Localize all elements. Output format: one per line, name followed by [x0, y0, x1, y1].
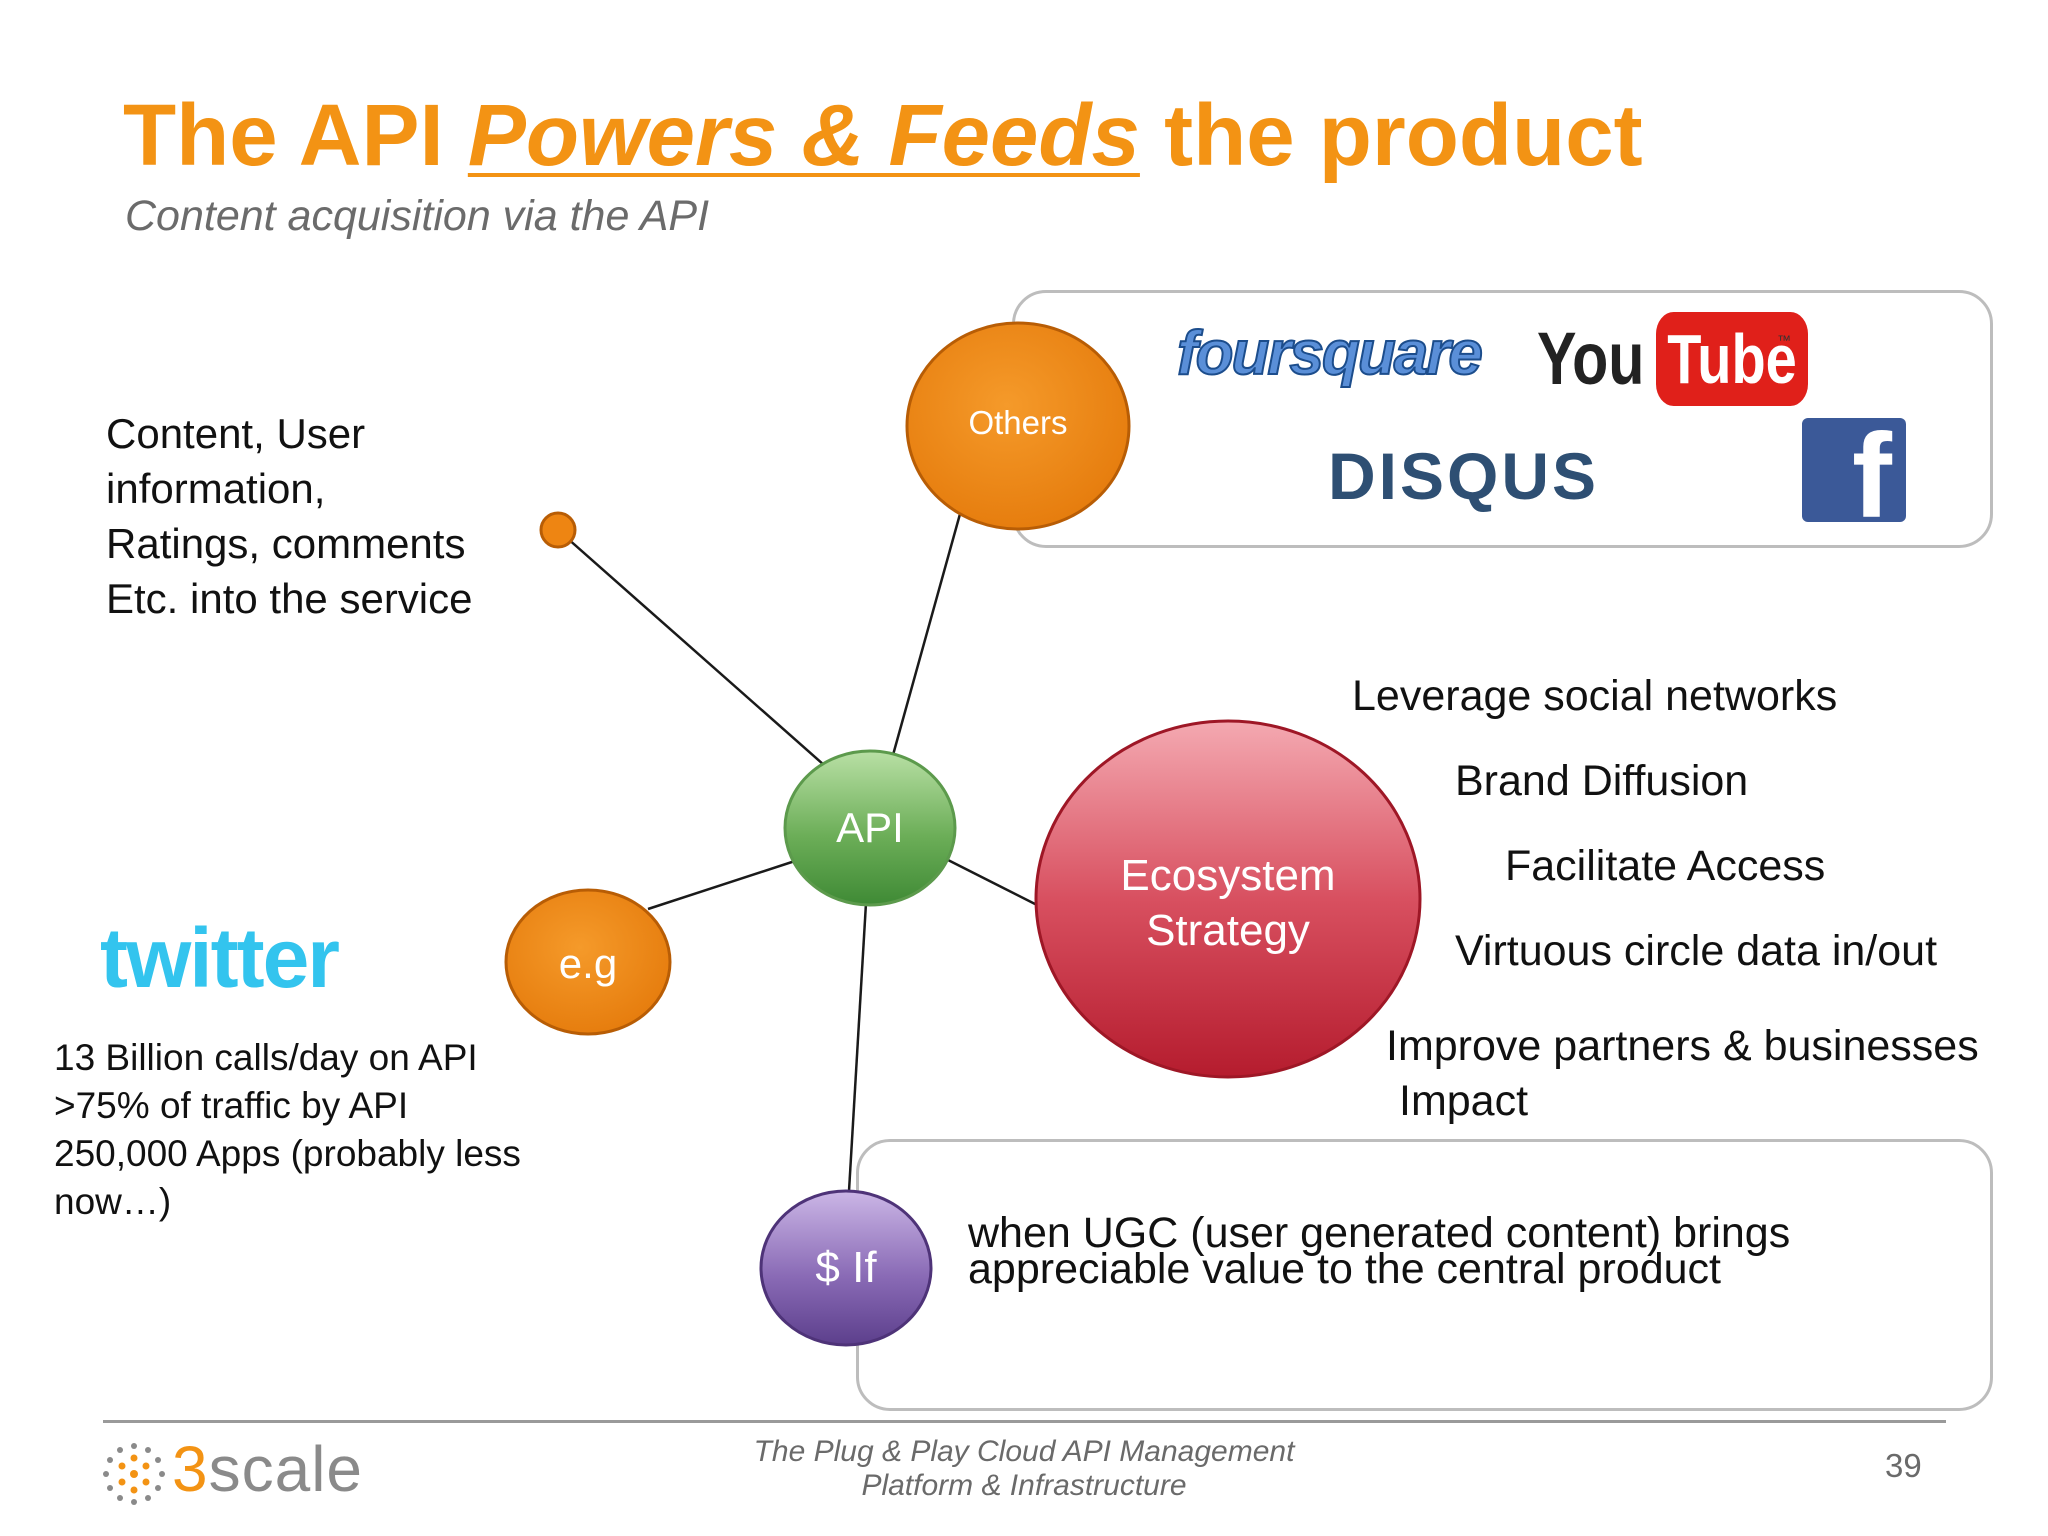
ecosystem-label: Ecosystem Strategy — [1040, 848, 1416, 958]
twitter-logo: twitter — [100, 911, 340, 1005]
brand-prefix: 3 — [172, 1433, 209, 1505]
tagline-line-1: The Plug & Play Cloud API Management — [753, 1435, 1295, 1468]
3scale-logo: 3scale — [172, 1432, 363, 1506]
eg-label: e.g — [558, 940, 618, 987]
slide-title: The API Powers & Feeds the product — [123, 88, 1643, 184]
line-to-dot — [557, 529, 825, 766]
point-virtuous: Virtuous circle data in/out — [1455, 927, 1938, 975]
disqus-logo: DISQUS — [1328, 438, 1599, 514]
dollar-if-label: $ If — [815, 1243, 877, 1292]
point-improve: Improve partners & businesses — [1386, 1022, 1979, 1070]
ugc-box — [856, 1139, 1993, 1411]
others-label: Others — [968, 404, 1068, 441]
line-to-dollar — [847, 902, 868, 1192]
line-to-ecosystem — [947, 858, 1038, 907]
footer-tagline: The Plug & Play Cloud API Management Pla… — [724, 1435, 1324, 1503]
content-line-1: Content, User — [106, 410, 366, 457]
content-line-2: information, — [106, 465, 326, 512]
point-access: Facilitate Access — [1505, 842, 1826, 890]
title-part2: the product — [1139, 87, 1643, 184]
ecosystem-circle — [1034, 719, 1422, 1079]
youtube-tm: ™ — [1777, 332, 1791, 348]
point-brand: Brand Diffusion — [1455, 757, 1749, 805]
small-dot — [539, 511, 577, 549]
page-number: 39 — [1885, 1447, 1922, 1484]
stat-apps: 250,000 Apps (probably less — [54, 1133, 521, 1174]
others-circle — [905, 321, 1131, 531]
ugc-text: when UGC (user generated content) brings… — [968, 1209, 1791, 1293]
ecosystem-label-line1: Ecosystem — [1120, 851, 1336, 900]
disqus-text: DISQUS — [1328, 439, 1600, 513]
stat-calls: 13 Billion calls/day on API — [54, 1037, 478, 1078]
facebook-f: f — [1852, 418, 1892, 522]
line-to-others — [891, 513, 962, 756]
stat-traffic: >75% of traffic by API — [54, 1085, 409, 1126]
content-line-4: Etc. into the service — [106, 575, 473, 622]
api-label: API — [836, 804, 904, 851]
3scale-dots-icon — [103, 1443, 165, 1505]
youtube-you: You — [1537, 317, 1645, 400]
ugc-line-1: when UGC (user generated content) brings — [968, 1209, 1791, 1257]
facebook-logo: f — [1802, 418, 1906, 522]
title-part1: The API — [123, 87, 468, 184]
slide-subtitle: Content acquisition via the API — [125, 192, 710, 240]
api-circle — [783, 749, 957, 907]
content-line-3: Ratings, comments — [106, 520, 466, 567]
ugc-line-2: appreciable value to the central product — [968, 1245, 1721, 1293]
twitter-stats: 13 Billion calls/day on API >75% of traf… — [54, 1034, 521, 1226]
ecosystem-label-line2: Strategy — [1146, 906, 1310, 955]
stat-now: now…) — [54, 1181, 172, 1222]
point-leverage: Leverage social networks — [1352, 672, 1838, 720]
content-description: Content, User information, Ratings, comm… — [106, 406, 473, 626]
footer-divider — [103, 1420, 1946, 1423]
line-to-eg — [647, 859, 796, 911]
eg-circle — [504, 888, 672, 1036]
tagline-line-2: Platform & Infrastructure — [861, 1469, 1187, 1502]
youtube-logo: You Tube ™ — [1537, 312, 1846, 406]
point-impact: Impact — [1399, 1077, 1529, 1125]
foursquare-logo: foursquare — [1176, 318, 1484, 389]
brand-name: scale — [208, 1433, 363, 1505]
connector-lines — [557, 513, 1038, 1192]
youtube-tube: Tube — [1655, 312, 1808, 406]
title-emphasis: Powers & Feeds — [467, 87, 1140, 184]
dollar-circle — [759, 1189, 933, 1347]
